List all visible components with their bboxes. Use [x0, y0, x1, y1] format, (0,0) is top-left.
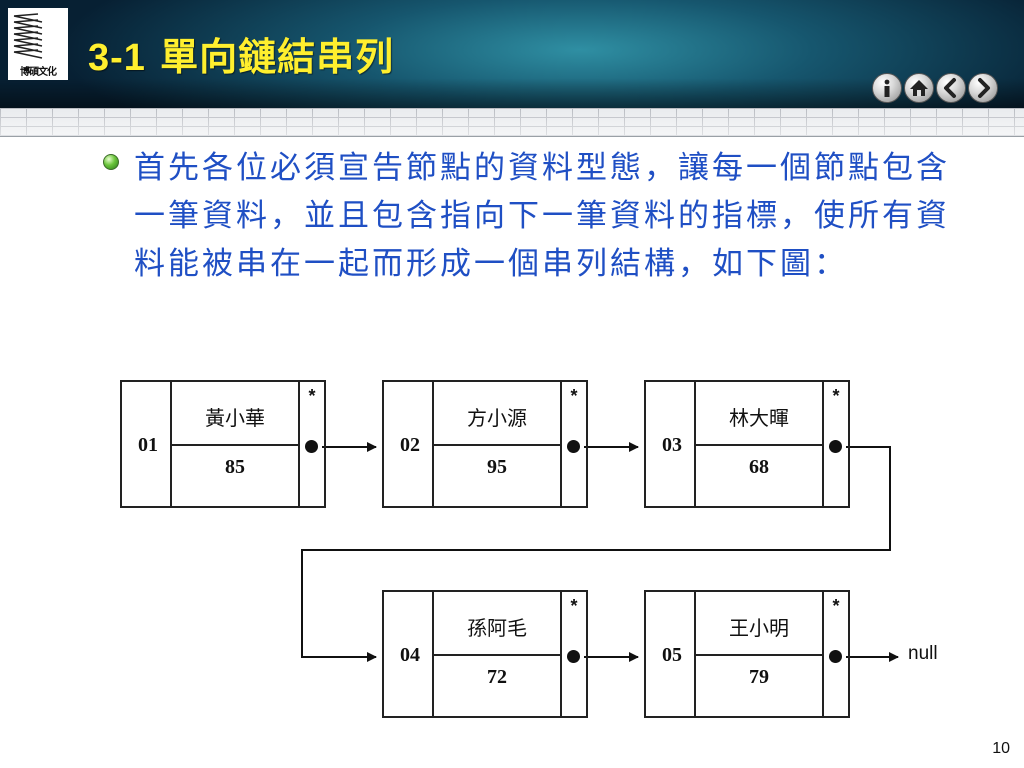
node-name: 方小源 — [434, 390, 560, 446]
node-id-cell: 04 — [382, 590, 434, 718]
node-score: 95 — [487, 456, 507, 478]
node-id-cell: 03 — [644, 380, 696, 508]
title-number: 3-1 — [88, 37, 146, 79]
null-label: null — [908, 643, 938, 664]
node-id-cell: 01 — [120, 380, 172, 508]
node-data-cell: 孫阿毛 72 — [434, 590, 562, 718]
pointer-label: * — [832, 386, 840, 406]
pointer-dot — [567, 650, 580, 663]
node-name: 林大暉 — [696, 390, 822, 446]
forward-icon — [978, 78, 990, 98]
node-pointer-cell: * — [300, 380, 326, 508]
back-button[interactable] — [936, 73, 966, 103]
pointer-label: * — [570, 386, 578, 406]
node-pointer-cell: * — [562, 590, 588, 718]
page-title: 3-1 單向鏈結串列 — [88, 26, 394, 81]
home-icon — [910, 80, 928, 96]
home-button[interactable] — [904, 73, 934, 103]
logo-mark-icon — [13, 13, 43, 59]
node-data-cell: 林大暉 68 — [696, 380, 824, 508]
node-score: 72 — [487, 666, 507, 688]
node-data-cell: 方小源 95 — [434, 380, 562, 508]
node-score: 79 — [749, 666, 769, 688]
forward-button[interactable] — [968, 73, 998, 103]
info-icon — [884, 79, 890, 97]
grid-strip-fade — [0, 108, 1024, 136]
node-name: 黃小華 — [172, 390, 298, 446]
node-pointer-cell: * — [824, 590, 850, 718]
diagram-arrows — [301, 442, 899, 662]
publisher-logo: 博碩文化 — [8, 8, 68, 80]
node-score: 68 — [749, 456, 769, 478]
header-shadow — [0, 78, 1024, 108]
node-data-cell: 王小明 79 — [696, 590, 824, 718]
info-button[interactable] — [872, 73, 902, 103]
body-paragraph: 首先各位必須宣告節點的資料型態，讓每一個節點包含一筆資料，並且包含指向下一筆資料… — [134, 150, 950, 282]
back-icon — [944, 78, 956, 98]
node-id-cell: 05 — [644, 590, 696, 718]
node-name: 王小明 — [696, 600, 822, 656]
logo-text: 博碩文化 — [20, 67, 57, 78]
node-id: 01 — [138, 434, 158, 456]
node-id: 03 — [662, 434, 682, 456]
title-text: 單向鏈結串列 — [160, 35, 395, 79]
pointer-dot — [567, 440, 580, 453]
pointer-label: * — [570, 596, 578, 616]
node-pointer-cell: * — [824, 380, 850, 508]
node-id-cell: 02 — [382, 380, 434, 508]
pointer-dot — [829, 650, 842, 663]
node-score: 85 — [225, 456, 245, 478]
node-id: 02 — [400, 434, 420, 456]
node-id: 04 — [400, 644, 420, 666]
node-id: 05 — [662, 644, 682, 666]
arrow-3-4 — [301, 446, 891, 662]
bullet-icon — [103, 154, 119, 170]
header-band — [0, 0, 1024, 108]
pointer-label: * — [308, 386, 316, 406]
pointer-label: * — [832, 596, 840, 616]
node-name: 孫阿毛 — [434, 600, 560, 656]
node-data-cell: 黃小華 85 — [172, 380, 300, 508]
pointer-dot — [829, 440, 842, 453]
node-pointer-cell: * — [562, 380, 588, 508]
pointer-dot — [305, 440, 318, 453]
page-number: 10 — [992, 740, 1010, 757]
